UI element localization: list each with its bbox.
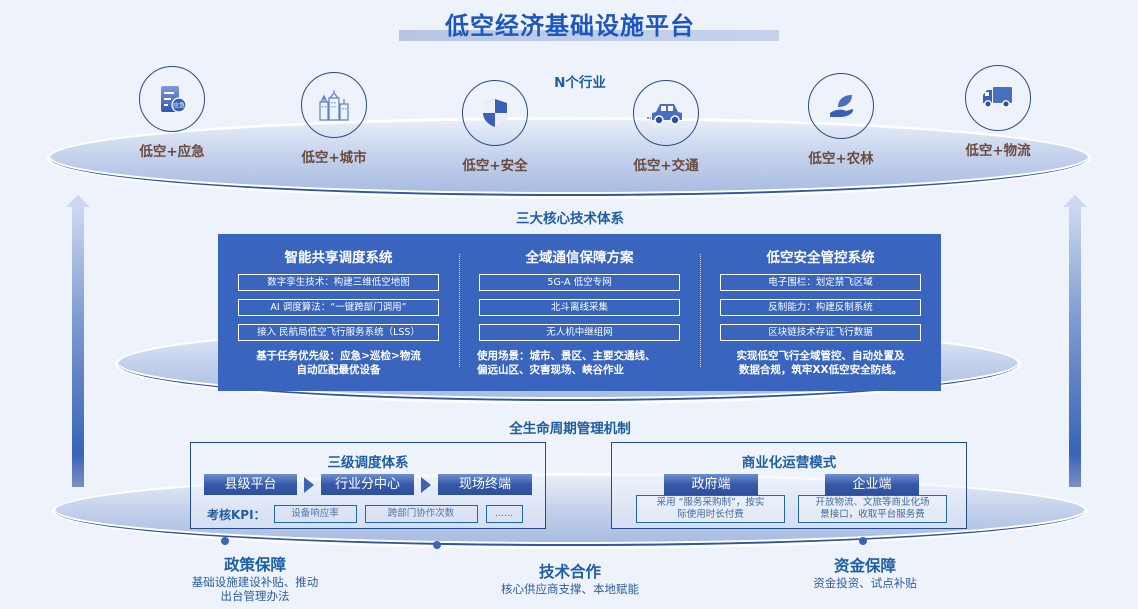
leaf-hand-icon (830, 95, 854, 117)
core-item: 数字孪生技术：构建三维低空地图 (238, 274, 439, 291)
arrow-right-icon (421, 476, 431, 493)
guarantee-title: 资金保障 (833, 557, 896, 575)
kpi-label: 考核KPI： (207, 507, 266, 522)
desc-line: 偏远山区、灾害现场、峡谷作业 (477, 364, 624, 376)
core-tech-section-label: 三大核心技术体系 (516, 211, 624, 227)
lifecycle-section-label: 全生命周期管理机制 (509, 421, 631, 437)
industry-logistics: 低空+物流 (943, 65, 1053, 159)
business-side-desc: 采用 “服务采购制”，按实 际使用时长付费 (636, 495, 785, 523)
dispatch-system-title: 三级调度体系 (327, 455, 409, 471)
connector-dot (433, 541, 441, 549)
core-column-desc: 使用场景：城市、景区、主要交通线、 偏远山区、灾害现场、峡谷作业 (477, 349, 682, 377)
arrow-right-icon (304, 476, 314, 493)
title-underline-bar (399, 30, 779, 41)
desc-line: 采用 “服务采购制”，按实 (656, 497, 765, 508)
core-column-communication: 全域通信保障方案 5G-A 低空专网 北斗离线采集 无人机中继组网 使用场景：城… (459, 234, 700, 391)
svg-text:应急: 应急 (173, 102, 185, 110)
kpi-item: 跨部门协作次数 (364, 505, 478, 523)
connector-dot (859, 537, 867, 545)
page-title: 低空经济基础设施平台 (445, 12, 695, 40)
industry-label: 低空+城市 (301, 150, 367, 166)
emergency-clipboard-icon: 应急 (161, 86, 187, 113)
core-item: AI 调度算法：“一键跨部门调用” (238, 299, 439, 316)
dispatch-level: 县级平台 (204, 474, 297, 495)
core-column-safety: 低空安全管控系统 电子围栏：划定禁飞区域 反制能力：构建反制系统 区块链技术存证… (700, 234, 941, 391)
dispatch-level: 现场终端 (438, 474, 532, 495)
industry-traffic: 低空+交通 (611, 80, 721, 174)
city-buildings-icon (319, 90, 349, 121)
dispatch-system-box: 三级调度体系 县级平台 行业分中心 现场终端 考核KPI： 设备响应率 跨部门协… (190, 442, 546, 529)
core-tech-panel: 智能共享调度系统 数字孪生技术：构建三维低空地图 AI 调度算法：“一键跨部门调… (218, 234, 941, 391)
industry-agriculture: 低空+农林 (786, 73, 896, 167)
core-item: 5G-A 低空专网 (479, 274, 680, 291)
desc-line: 使用场景：城市、景区、主要交通线、 (477, 350, 656, 362)
business-model-box: 商业化运营模式 政府端 采用 “服务采购制”，按实 际使用时长付费 企业端 开放… (611, 442, 967, 529)
truck-icon (983, 87, 1012, 108)
core-column-scheduling: 智能共享调度系统 数字孪生技术：构建三维低空地图 AI 调度算法：“一键跨部门调… (218, 234, 459, 391)
industry-city: 低空+城市 (279, 72, 389, 166)
industry-label: 低空+物流 (965, 143, 1031, 159)
core-item: 无人机中继组网 (479, 324, 680, 341)
industry-label: 低空+应急 (139, 144, 205, 160)
guarantee-desc: 出台管理办法 (220, 589, 290, 603)
desc-line: 开放物流、文旅等商业化场 (815, 497, 930, 508)
core-item: 区块链技术存证飞行数据 (720, 324, 921, 341)
desc-line: 实现低空飞行全域管控、自动处置及 (736, 350, 905, 362)
guarantee-technology: 技术合作 核心供应商支撑、本地赋能 (480, 560, 660, 596)
industry-security: 低空+安全 (440, 80, 550, 174)
guarantee-desc: 核心供应商支撑、本地赋能 (501, 582, 639, 596)
desc-line: 自动匹配最优设备 (296, 364, 381, 376)
dispatch-level: 行业分中心 (321, 474, 414, 495)
core-item: 反制能力：构建反制系统 (720, 299, 921, 316)
guarantee-policy: 政策保障 基础设施建设补贴、推动 出台管理办法 (170, 553, 340, 603)
desc-line: 际使用时长付费 (677, 509, 744, 520)
industries-section-label: N个行业 (554, 75, 606, 91)
guarantee-title: 政策保障 (223, 556, 286, 574)
business-side-tab: 企业端 (825, 474, 919, 495)
kpi-item: 设备响应率 (273, 505, 357, 523)
industry-emergency: 应急 低空+应急 (117, 66, 227, 160)
core-item: 电子围栏：划定禁飞区域 (720, 274, 921, 291)
business-side-tab: 政府端 (664, 474, 758, 495)
core-item: 接入 民航局低空飞行服务系统（LSS） (238, 324, 439, 341)
right-up-arrow (1063, 195, 1087, 487)
core-column-title: 全域通信保障方案 (525, 250, 634, 266)
guarantee-funding: 资金保障 资金投资、试点补贴 (785, 554, 945, 590)
guarantee-desc: 资金投资、试点补贴 (813, 576, 917, 590)
connector-dot (221, 537, 229, 545)
core-column-desc: 基于任务优先级：应急>巡检>物流 自动匹配最优设备 (236, 349, 441, 377)
industry-layer-ellipse (50, 120, 1088, 196)
core-column-title: 低空安全管控系统 (766, 250, 875, 266)
core-column-desc: 实现低空飞行全域管控、自动处置及 数据合规，筑牢XX低空安全防线。 (718, 349, 923, 377)
industry-label: 低空+农林 (808, 151, 874, 167)
business-side-desc: 开放物流、文旅等商业化场 景接口，收取平台服务费 (798, 495, 947, 523)
left-up-arrow (66, 195, 90, 487)
guarantee-desc: 基础设施建设补贴、推动 (191, 575, 319, 589)
core-item: 北斗离线采集 (479, 299, 680, 316)
desc-line: 景接口，收取平台服务费 (820, 509, 925, 520)
guarantee-title: 技术合作 (538, 563, 601, 581)
desc-line: 基于任务优先级：应急>巡检>物流 (256, 350, 421, 362)
desc-line: 数据合规，筑牢XX低空安全防线。 (738, 364, 903, 376)
kpi-item: ...... (485, 505, 523, 523)
industry-label: 低空+交通 (633, 158, 699, 174)
shield-icon (483, 99, 507, 127)
business-model-title: 商业化运营模式 (741, 455, 837, 471)
industry-label: 低空+安全 (462, 158, 528, 174)
core-column-title: 智能共享调度系统 (284, 250, 393, 266)
car-icon (647, 104, 682, 125)
